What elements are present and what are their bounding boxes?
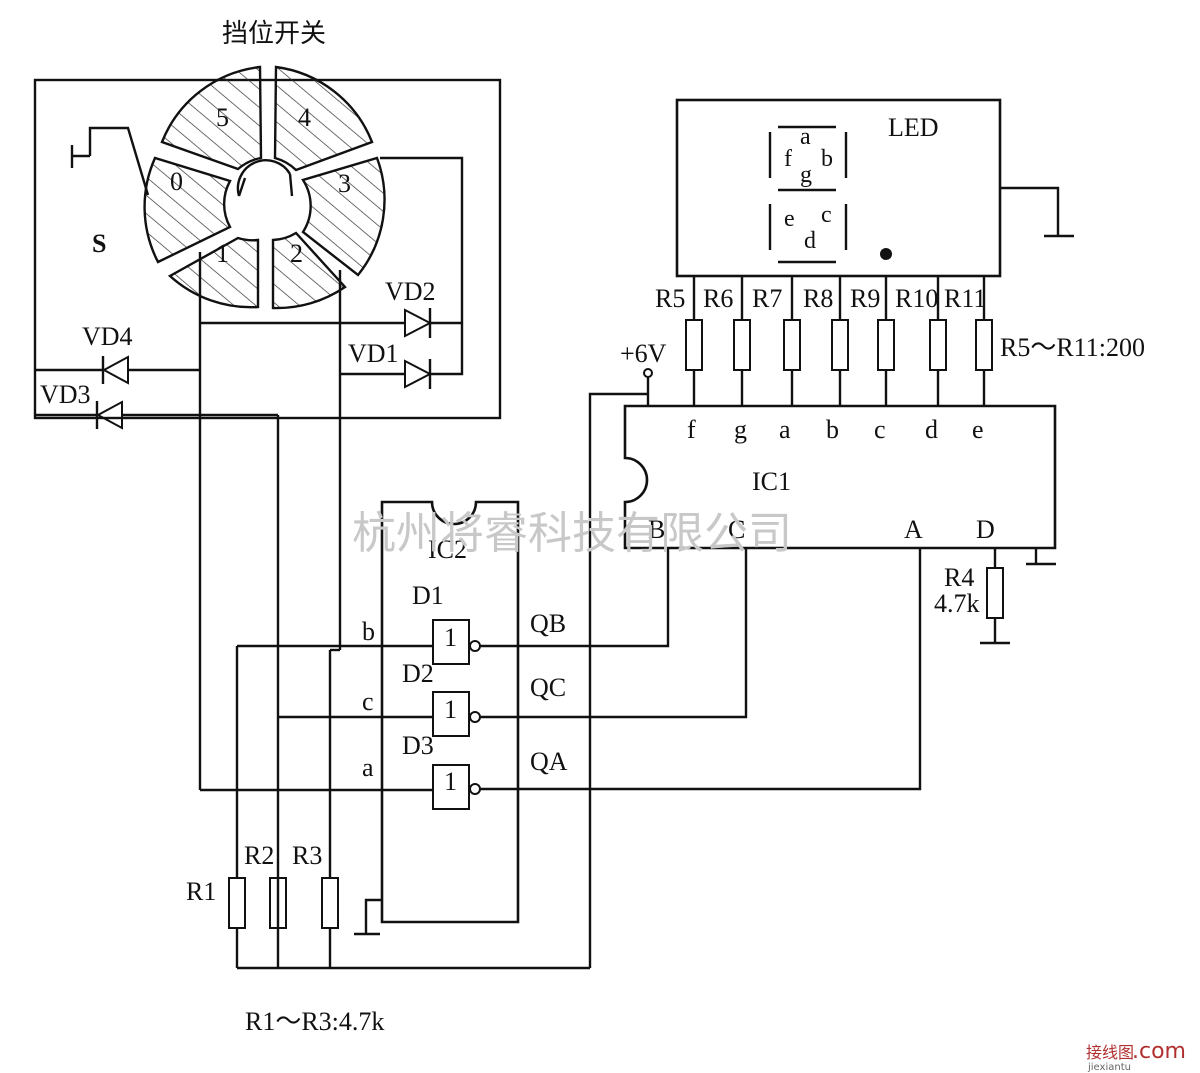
switch-segment-0 [143, 156, 232, 264]
seg-f: f [784, 146, 792, 172]
r1-r3-value: R1～R3:4.7k [245, 1007, 384, 1036]
gate-d3-label: D3 [402, 731, 434, 760]
ic1-pin-D: D [976, 515, 995, 544]
decimal-point [880, 248, 892, 260]
logo-text-3: jiexiantu [1087, 1062, 1131, 1073]
vd4-label: VD4 [82, 322, 133, 351]
r4-value: 4.7k [934, 589, 980, 618]
supply-terminal [643, 368, 653, 378]
ic1-pin-B: B [648, 515, 665, 544]
r5-label: R5 [655, 284, 685, 313]
gate-d3 [432, 764, 481, 810]
switch-label: S [92, 229, 106, 258]
switch-segment-4 [273, 65, 374, 172]
r6-label: R6 [703, 284, 733, 313]
ic1-pin-c: c [874, 415, 886, 444]
gate-d1-label: D1 [412, 581, 444, 610]
ic2-output-qa: QA [530, 747, 568, 776]
resistor-r4 [980, 548, 1010, 645]
ic1-pin-A: A [904, 515, 923, 544]
vd3-label: VD3 [40, 380, 91, 409]
ic2-input-c: c [362, 687, 374, 716]
vd1-label: VD1 [348, 339, 399, 368]
seg-c: c [821, 202, 832, 228]
seg-e: e [784, 206, 795, 232]
led-display [675, 98, 1002, 278]
diode-vd2 [404, 308, 462, 338]
r1-label: R1 [186, 877, 216, 906]
switch-pos-5: 5 [216, 103, 229, 132]
r11-label: R11 [944, 284, 986, 313]
seg-a: a [800, 124, 811, 150]
gate-d2-symbol: 1 [444, 695, 457, 724]
switch-segment-1 [167, 236, 260, 309]
supply-label: +6V [620, 339, 667, 368]
ic1-pin-g: g [734, 415, 747, 444]
seg-d: d [804, 228, 816, 254]
ic1-pin-f: f [687, 415, 696, 444]
rotary-switch: 5 4 3 2 1 0 [143, 65, 386, 310]
vd2-label: VD2 [385, 277, 436, 306]
rotation-arc [236, 159, 292, 197]
seg-b: b [821, 146, 833, 172]
gate-d1-symbol: 1 [444, 623, 457, 652]
ic2-input-a: a [362, 753, 374, 782]
r8-label: R8 [803, 284, 833, 313]
switch-pos-4: 4 [298, 103, 311, 132]
ic2-output-qb: QB [530, 609, 566, 638]
seven-segment: a f b g e c d [768, 124, 892, 264]
resistors-top [685, 276, 993, 415]
seg-g: g [800, 162, 812, 188]
wire-supply [588, 392, 648, 968]
ic2-label: IC2 [428, 535, 467, 564]
ic1-pin-d: d [925, 415, 938, 444]
logo-text-1: 接线图 [1086, 1043, 1134, 1062]
ic1-label: IC1 [752, 467, 791, 496]
r3-label: R3 [292, 841, 322, 870]
diode-vd4 [35, 355, 200, 385]
switch-pos-0: 0 [170, 167, 183, 196]
wire-qc-to-C [480, 548, 748, 719]
r10-label: R10 [895, 284, 938, 313]
switch-segment-5 [160, 65, 263, 171]
ic1-pin-b: b [826, 415, 839, 444]
led-ground-wire [1000, 186, 1060, 236]
watermark: 杭州将睿科技有限公司 [352, 508, 792, 559]
diode-vd1 [340, 359, 433, 389]
switch-wiper [72, 126, 150, 196]
led-label: LED [888, 113, 939, 142]
wire-contact3 [380, 156, 464, 376]
switch-pos-1: 1 [216, 239, 229, 268]
r5-r11-value: R5～R11:200 [1000, 333, 1145, 362]
ic2-body [380, 500, 520, 924]
switch-enclosure [33, 78, 502, 420]
gate-d2-label: D2 [402, 659, 434, 688]
gate-d3-symbol: 1 [444, 767, 457, 796]
switch-segment-2 [271, 231, 347, 310]
switch-segment-3 [301, 156, 386, 277]
r2-label: R2 [244, 841, 274, 870]
r4-label: R4 [944, 563, 974, 592]
wire-qb-to-B [480, 548, 670, 648]
ic1-pin-e: e [972, 415, 984, 444]
corner-logo: 接线图 .com jiexiantu [1086, 1039, 1186, 1073]
ic2-input-b: b [362, 617, 375, 646]
ic2-output-qc: QC [530, 673, 566, 702]
r7-label: R7 [752, 284, 782, 313]
resistors-bottom [228, 877, 590, 970]
switch-title: 挡位开关 [222, 19, 326, 49]
ic1-pin-a: a [779, 415, 791, 444]
diode-vd3 [35, 400, 278, 430]
ic1-pin-C: C [728, 515, 745, 544]
ic1-body [623, 404, 1057, 550]
switch-pos-3: 3 [338, 169, 351, 198]
switch-pos-2: 2 [290, 239, 303, 268]
logo-text-2: .com [1132, 1039, 1186, 1064]
r9-label: R9 [850, 284, 880, 313]
wire-qa-to-A [480, 548, 922, 791]
